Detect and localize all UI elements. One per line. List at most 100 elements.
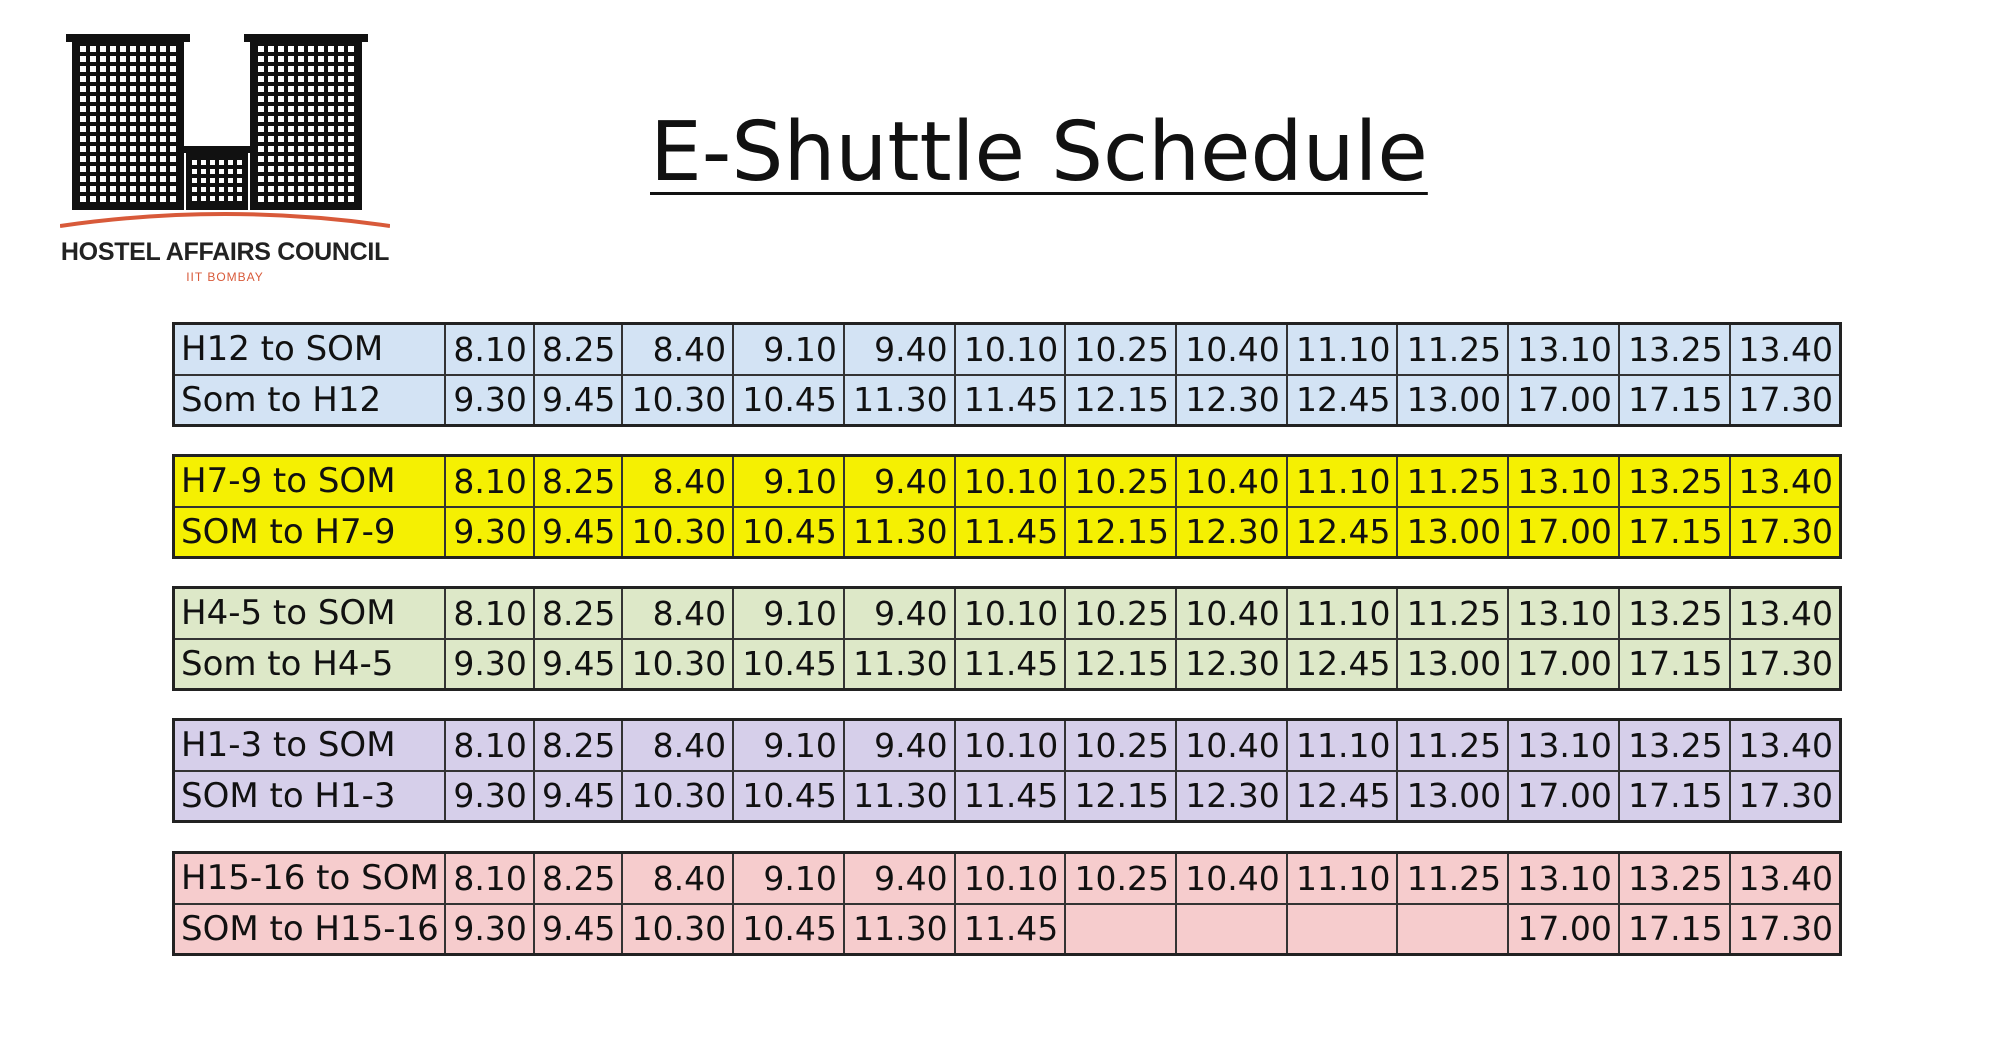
departure-time-cell: 11.25 <box>1396 454 1510 508</box>
departure-time-cell: 11.25 <box>1396 322 1510 376</box>
departure-time-cell <box>1175 902 1288 956</box>
departure-time-cell: 13.40 <box>1728 322 1842 376</box>
hostel-buildings-logo-icon <box>60 34 390 228</box>
route-label: SOM to H1-3 <box>172 769 447 823</box>
departure-time-cell: 8.10 <box>444 322 535 376</box>
departure-time-cell: 8.40 <box>621 851 735 905</box>
hostel-affairs-council-logo: HOSTEL AFFAIRS COUNCIL IIT BOMBAY <box>60 30 400 290</box>
departure-time-cell: 13.25 <box>1617 586 1731 640</box>
departure-time-cell: 12.15 <box>1064 505 1178 559</box>
departure-time-cell: 17.30 <box>1728 505 1842 559</box>
departure-time-cell: 13.25 <box>1617 322 1731 376</box>
departure-time-cell: 10.30 <box>621 373 735 427</box>
departure-time-cell: 17.00 <box>1507 373 1620 427</box>
departure-time-cell: 10.45 <box>732 902 845 956</box>
departure-time-cell: 8.25 <box>532 718 624 772</box>
departure-time-cell: 17.00 <box>1507 769 1620 823</box>
org-subtitle: IIT BOMBAY <box>186 270 264 284</box>
departure-time-cell: 13.40 <box>1728 454 1842 508</box>
departure-time-cell: 9.45 <box>532 769 624 823</box>
departure-time-cell: 12.15 <box>1064 769 1178 823</box>
departure-time-cell: 8.10 <box>444 586 535 640</box>
departure-time-cell: 13.25 <box>1617 851 1731 905</box>
departure-time-cell: 17.00 <box>1507 637 1620 691</box>
departure-time-cell: 11.25 <box>1396 586 1510 640</box>
departure-time-cell: 10.10 <box>953 718 1067 772</box>
departure-time-cell: 8.40 <box>621 586 735 640</box>
departure-time-cell: 10.30 <box>621 637 735 691</box>
departure-time-cell <box>1396 902 1510 956</box>
departure-time-cell: 11.45 <box>953 373 1067 427</box>
departure-time-cell: 17.00 <box>1507 505 1620 559</box>
departure-time-cell: 13.40 <box>1728 851 1842 905</box>
departure-time-cell: 9.40 <box>842 586 956 640</box>
departure-time-cell: 17.30 <box>1728 637 1842 691</box>
departure-time-cell: 10.25 <box>1064 718 1178 772</box>
departure-time-cell: 10.40 <box>1175 454 1288 508</box>
departure-time-cell: 13.10 <box>1507 322 1620 376</box>
departure-time-cell: 12.45 <box>1285 373 1399 427</box>
departure-time-cell: 17.00 <box>1507 902 1620 956</box>
departure-time-cell: 8.10 <box>444 851 535 905</box>
departure-time-cell: 10.30 <box>621 505 735 559</box>
departure-time-cell: 13.00 <box>1396 769 1510 823</box>
departure-time-cell: 8.25 <box>532 322 624 376</box>
departure-time-cell: 9.45 <box>532 637 624 691</box>
departure-time-cell: 11.10 <box>1285 851 1399 905</box>
departure-time-cell: 9.30 <box>444 769 535 823</box>
departure-time-cell: 11.30 <box>842 505 956 559</box>
departure-time-cell: 11.45 <box>953 637 1067 691</box>
departure-time-cell: 17.15 <box>1617 769 1731 823</box>
departure-time-cell: 9.45 <box>532 505 624 559</box>
departure-time-cell: 11.10 <box>1285 454 1399 508</box>
org-name: HOSTEL AFFAIRS COUNCIL <box>60 238 390 266</box>
departure-time-cell: 9.30 <box>444 902 535 956</box>
page-title: E-Shuttle Schedule <box>650 105 1428 200</box>
departure-time-cell: 13.25 <box>1617 718 1731 772</box>
departure-time-cell: 11.30 <box>842 373 956 427</box>
departure-time-cell: 10.40 <box>1175 586 1288 640</box>
departure-time-cell: 10.10 <box>953 586 1067 640</box>
departure-time-cell: 12.15 <box>1064 373 1178 427</box>
departure-time-cell: 11.30 <box>842 902 956 956</box>
route-label: SOM to H15-16 <box>172 902 447 956</box>
departure-time-cell <box>1285 902 1399 956</box>
departure-time-cell: 10.10 <box>953 322 1067 376</box>
departure-time-cell: 13.00 <box>1396 637 1510 691</box>
departure-time-cell: 9.40 <box>842 851 956 905</box>
departure-time-cell: 12.30 <box>1175 505 1288 559</box>
departure-time-cell: 9.10 <box>732 718 845 772</box>
route-label: H4-5 to SOM <box>172 586 447 640</box>
departure-time-cell: 13.25 <box>1617 454 1731 508</box>
departure-time-cell: 11.10 <box>1285 586 1399 640</box>
departure-time-cell: 17.15 <box>1617 505 1731 559</box>
departure-time-cell: 9.10 <box>732 851 845 905</box>
departure-time-cell: 17.15 <box>1617 902 1731 956</box>
departure-time-cell: 8.25 <box>532 851 624 905</box>
departure-time-cell: 9.40 <box>842 322 956 376</box>
route-label: SOM to H7-9 <box>172 505 447 559</box>
departure-time-cell: 11.25 <box>1396 718 1510 772</box>
route-label: H12 to SOM <box>172 322 447 376</box>
departure-time-cell: 8.40 <box>621 454 735 508</box>
departure-time-cell: 10.45 <box>732 373 845 427</box>
departure-time-cell: 9.30 <box>444 637 535 691</box>
departure-time-cell: 17.15 <box>1617 373 1731 427</box>
departure-time-cell: 8.40 <box>621 718 735 772</box>
departure-time-cell: 9.45 <box>532 902 624 956</box>
departure-time-cell: 13.40 <box>1728 718 1842 772</box>
departure-time-cell: 10.25 <box>1064 851 1178 905</box>
departure-time-cell: 10.40 <box>1175 322 1288 376</box>
departure-time-cell: 12.30 <box>1175 769 1288 823</box>
departure-time-cell: 17.30 <box>1728 902 1842 956</box>
